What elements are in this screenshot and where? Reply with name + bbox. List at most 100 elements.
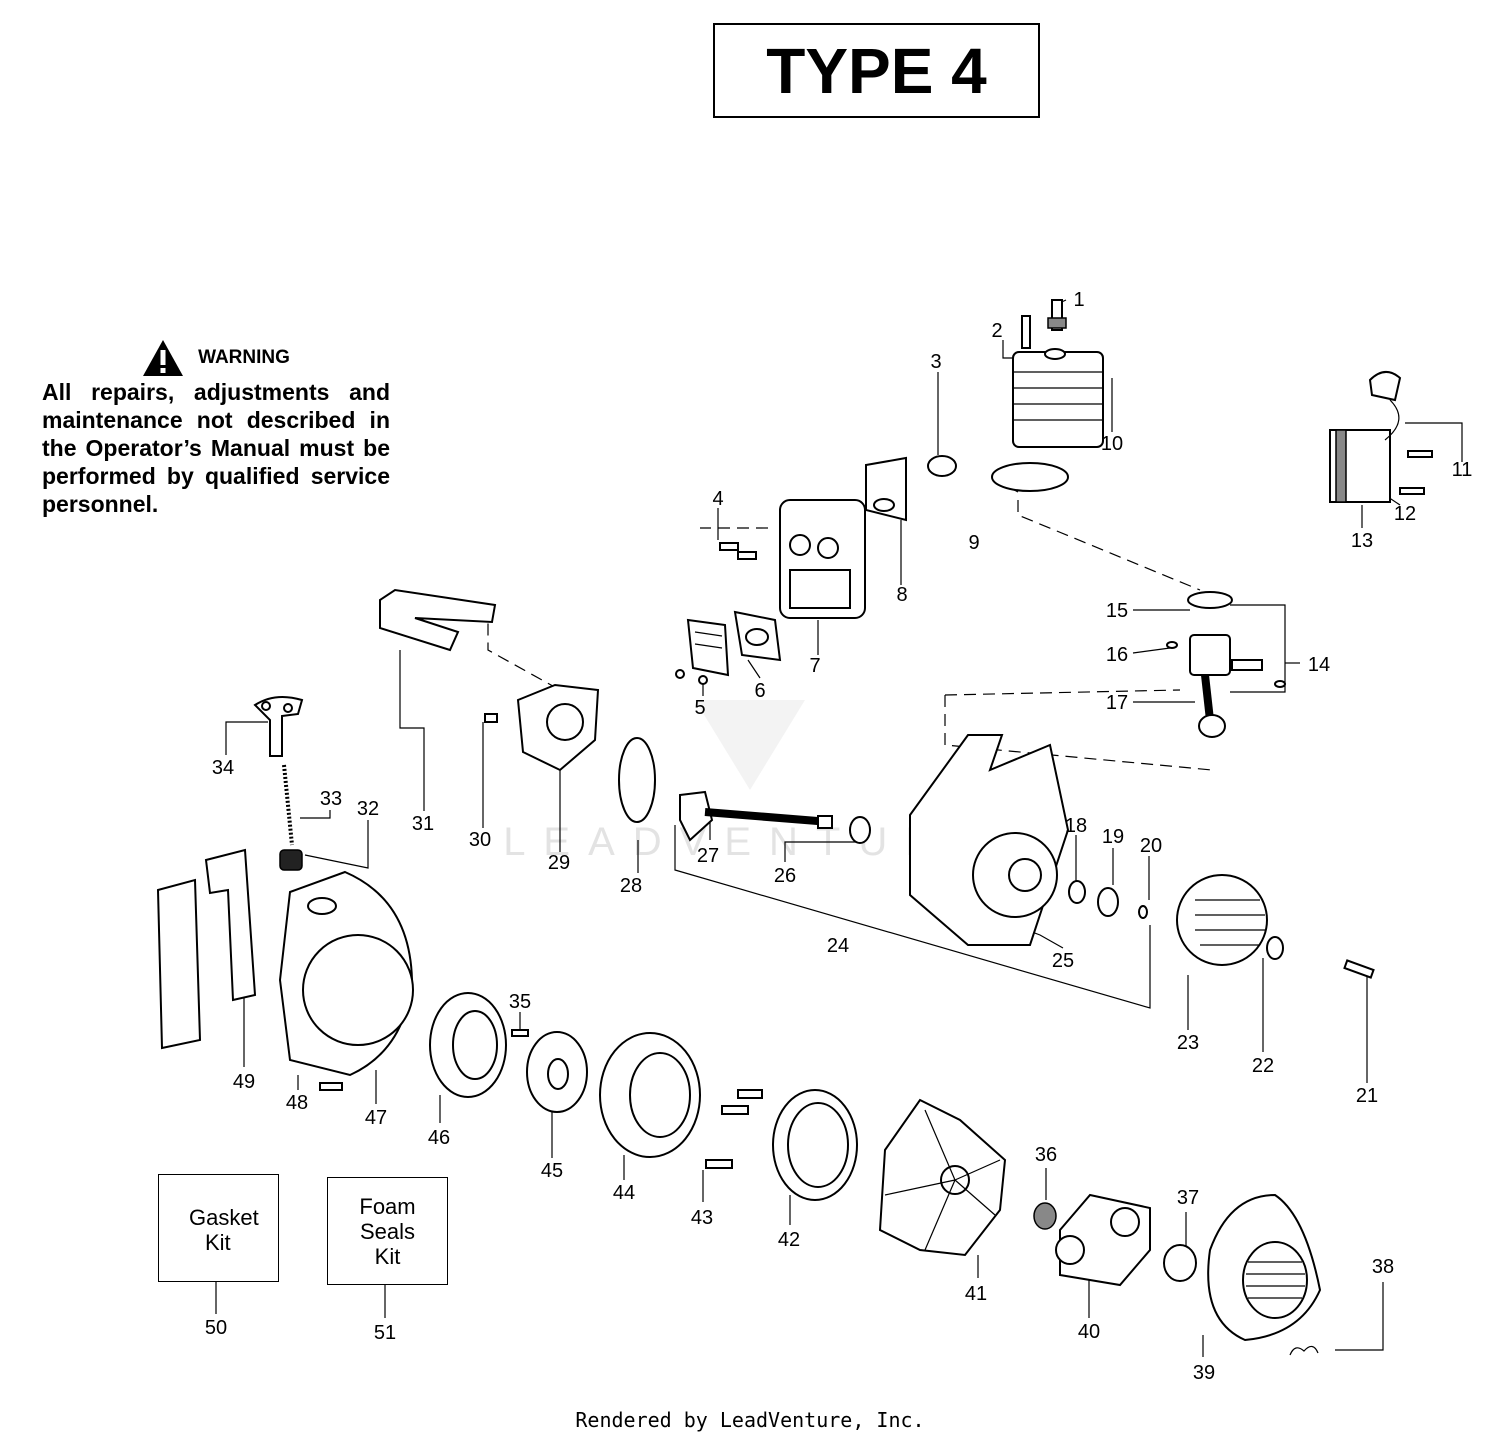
component-foam-seals — [156, 848, 257, 1050]
callout-22: 22 — [1252, 1055, 1274, 1077]
callout-3: 3 — [930, 351, 941, 373]
callout-28: 28 — [620, 875, 642, 897]
callout-31: 31 — [412, 813, 434, 835]
component-cylinder — [1012, 348, 1104, 448]
callout-15: 15 — [1106, 600, 1128, 622]
callout-37: 37 — [1177, 1187, 1199, 1209]
component-bushing-37 — [1163, 1244, 1197, 1282]
callout-17: 17 — [1106, 692, 1128, 714]
component-spark-plug — [1047, 299, 1067, 331]
warning-header: WARNING — [42, 338, 390, 378]
callout-50: 50 — [205, 1317, 227, 1339]
foam-seals-kit-box: Foam Seals Kit — [327, 1177, 448, 1285]
component-blower-cover — [1207, 1193, 1322, 1356]
warning-heading: WARNING — [198, 347, 290, 368]
component-fan-cover-plate — [1055, 1193, 1151, 1287]
callout-labels: 1 2 3 4 5 6 7 8 9 10 11 12 13 14 15 16 1… — [205, 289, 1473, 1384]
callout-14: 14 — [1308, 654, 1330, 676]
callout-30: 30 — [469, 829, 491, 851]
callout-20: 20 — [1140, 835, 1162, 857]
callout-13: 13 — [1351, 530, 1373, 552]
callout-6: 6 — [754, 680, 765, 702]
callout-45: 45 — [541, 1160, 563, 1182]
callout-44: 44 — [613, 1182, 635, 1204]
component-impeller-fan — [878, 1098, 1007, 1257]
leader-lines — [215, 299, 1463, 1357]
callout-39: 39 — [1193, 1362, 1215, 1384]
callout-4: 4 — [712, 488, 723, 510]
component-piston-assembly — [1166, 591, 1286, 738]
callout-43: 43 — [691, 1207, 713, 1229]
callout-38: 38 — [1372, 1256, 1394, 1278]
gasket-kit-line-1: Gasket — [189, 1205, 259, 1230]
component-muffler-bracket — [865, 456, 907, 522]
watermark-text: LEADVENTURE — [503, 820, 997, 864]
warning-text: All repairs, adjustments and maintenance… — [42, 379, 390, 517]
gasket-kit-box: Gasket Kit — [158, 1174, 279, 1282]
callout-51: 51 — [374, 1322, 396, 1344]
callout-34: 34 — [212, 757, 234, 779]
callout-49: 49 — [233, 1071, 255, 1093]
component-cylinder-gasket — [991, 462, 1069, 492]
callout-36: 36 — [1035, 1144, 1057, 1166]
component-starter-housing — [599, 1032, 763, 1169]
footer-credit: Rendered by LeadVenture, Inc. — [575, 1408, 925, 1432]
callout-48: 48 — [286, 1092, 308, 1114]
callout-47: 47 — [365, 1107, 387, 1129]
foam-seals-kit-line-3: Kit — [374, 1244, 401, 1269]
callout-35: 35 — [509, 991, 531, 1013]
callout-27: 27 — [697, 845, 719, 867]
component-muffler — [779, 499, 866, 619]
component-muffler-screws — [719, 542, 757, 560]
component-starter-pulley — [429, 992, 529, 1098]
callout-21: 21 — [1356, 1085, 1378, 1107]
component-spark-arrestor — [686, 618, 730, 677]
callout-2: 2 — [991, 320, 1002, 342]
component-muffler-gasket — [733, 610, 782, 662]
component-crankcase — [909, 734, 1070, 946]
callout-9: 9 — [968, 532, 979, 554]
component-fuel-tank-cap — [253, 695, 304, 871]
callout-42: 42 — [778, 1229, 800, 1251]
callout-41: 41 — [965, 1283, 987, 1305]
callout-25: 25 — [1052, 950, 1074, 972]
component-flywheel — [1176, 874, 1284, 966]
callout-8: 8 — [896, 584, 907, 606]
component-screws-5 — [675, 669, 708, 685]
component-crankshaft-seal-ring — [618, 737, 656, 823]
callout-32: 32 — [357, 798, 379, 820]
component-carburetor — [484, 683, 600, 772]
component-nut-36 — [1033, 1202, 1057, 1230]
component-washer-45 — [526, 1031, 588, 1113]
callout-46: 46 — [428, 1127, 450, 1149]
warning-notice: WARNING All repairs, adjustments and mai… — [42, 338, 390, 518]
diagram-type-title: TYPE 4 — [713, 23, 1040, 118]
component-pin-21 — [1343, 959, 1375, 979]
callout-11: 11 — [1452, 459, 1473, 481]
callout-10: 10 — [1101, 433, 1123, 455]
callout-33: 33 — [320, 788, 342, 810]
callout-40: 40 — [1078, 1321, 1100, 1343]
callout-7: 7 — [809, 655, 820, 677]
callout-18: 18 — [1065, 815, 1087, 837]
component-ignition-module — [1329, 371, 1433, 503]
callout-12: 12 — [1394, 503, 1416, 525]
component-bearing-seals — [1068, 880, 1148, 919]
component-fan-housing — [278, 870, 414, 1091]
gasket-kit-line-2: Kit — [205, 1230, 231, 1255]
foam-seals-kit-line-1: Foam — [359, 1194, 416, 1219]
callout-1: 1 — [1073, 289, 1084, 311]
watermark-logo — [695, 700, 805, 790]
component-intake-boot — [927, 455, 957, 477]
component-air-filter-foam — [379, 588, 497, 652]
callout-24: 24 — [827, 935, 849, 957]
callout-26: 26 — [774, 865, 796, 887]
warning-triangle-icon — [143, 340, 184, 376]
callout-19: 19 — [1102, 826, 1124, 848]
component-cylinder-bolt — [1021, 315, 1031, 349]
callout-16: 16 — [1106, 644, 1128, 666]
component-fan-cover-42 — [772, 1089, 858, 1201]
component-crankshaft — [679, 790, 871, 844]
